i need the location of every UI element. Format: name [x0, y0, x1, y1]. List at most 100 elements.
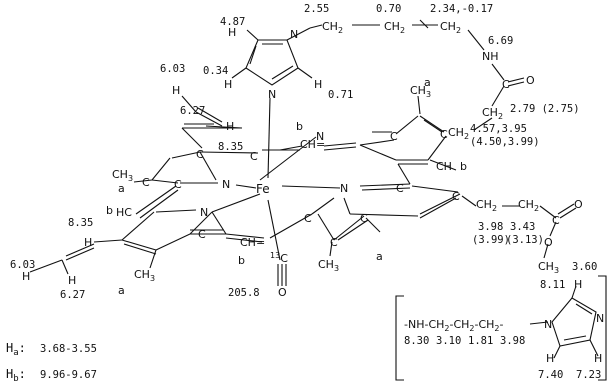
c-r-atom: C: [440, 128, 448, 141]
inset-n-top-atom: N: [596, 312, 604, 325]
ch2-b-atom: CH2: [448, 126, 469, 141]
a-bl-label: a: [118, 284, 125, 297]
ch2-1-atom: CH2: [322, 20, 343, 35]
inset-ring-h1: 7.40: [538, 369, 563, 381]
amide-linker: [473, 63, 525, 131]
a-left-label: a: [118, 182, 125, 195]
ch3-bl-atom: CH3: [134, 268, 155, 283]
v2-top-shift: 8.35: [68, 217, 93, 229]
legend: Ha: 3.68-3.55 Hb: 9.96-9.67: [6, 341, 97, 384]
amide-o-atom: O: [526, 74, 535, 87]
fe-atom: Fe: [256, 182, 270, 196]
n-bottom-atom: N: [200, 206, 208, 219]
inset-h-shift: 8.11: [540, 279, 565, 291]
ch2-1-shift: 2.55: [304, 3, 329, 15]
v2-h-top-atom: H: [84, 236, 92, 249]
c-bl-atom: C: [198, 228, 206, 241]
ch2-2-shift: 0.70: [376, 3, 401, 15]
inset-ring-h2: 7.23: [576, 369, 601, 381]
c-b-atom: C: [304, 212, 312, 225]
inset-shift-1: 8.30: [404, 335, 429, 347]
ch2-3-shift: 2.34,-0.17: [430, 3, 493, 15]
ch2-c-shift: 3.98: [478, 221, 503, 233]
im-h-right-atom: H: [314, 78, 322, 91]
inset-shift-2: 3.10: [436, 335, 461, 347]
ch2-b-shift1: 4.57,3.95: [470, 123, 527, 135]
ester-o-atom: O: [574, 198, 583, 211]
ch2-a-atom: CH2: [482, 106, 503, 121]
ch2-a-shift: 2.79 (2.75): [510, 103, 580, 115]
hc-atom: HC: [116, 206, 132, 219]
inset-n-left-atom: N: [544, 318, 552, 331]
ch2-3-atom: CH2: [440, 20, 461, 35]
c-r3-atom: C: [360, 212, 368, 225]
b-right-label: b: [460, 160, 467, 173]
vinyl-2: [29, 239, 123, 275]
inset-h-top-atom: H: [574, 278, 582, 291]
ester-c-atom: C: [552, 214, 560, 227]
ch-bottom-atom: CH=: [240, 236, 265, 249]
c-lr2-atom: C: [452, 190, 460, 203]
inset-box: [395, 275, 607, 381]
ch3-ur-atom: CH3: [410, 84, 431, 99]
b-top-label: b: [296, 120, 303, 133]
v1-h-right-atom: H: [226, 120, 234, 133]
im-h-top-atom: H: [228, 26, 236, 39]
c-l-atom: C: [174, 178, 182, 191]
ch2-d-atom: CH2: [518, 198, 539, 213]
v2-h-left-atom: H: [22, 270, 30, 283]
legend-hb: Hb:: [6, 367, 26, 384]
ch2-c-shift-paren: (3.99): [472, 234, 510, 246]
im-h-left-shift: 0.34: [203, 65, 228, 77]
legend-hb-range: 9.96-9.67: [40, 369, 97, 381]
v1-mid-shift: 6.27: [180, 105, 205, 117]
inset-h-br-atom: H: [594, 352, 602, 365]
v2-h-bot-atom: H: [68, 274, 76, 287]
ch2-d-shift: 3.43: [510, 221, 535, 233]
ch2-2-atom: CH2: [384, 20, 405, 35]
im-n-top-atom: N: [290, 28, 298, 41]
legend-ha-range: 3.68-3.55: [40, 343, 97, 355]
propyl-chain: [309, 19, 485, 51]
ch-right-atom: CH: [436, 160, 452, 173]
im-h-top-shift: 4.87: [220, 16, 245, 28]
co-shift: 205.8: [228, 287, 260, 299]
n-top-atom: N: [316, 130, 324, 143]
propionate-chain: [461, 195, 577, 259]
porphyrin-bonds: [121, 95, 461, 269]
c-ll-atom: C: [142, 176, 150, 189]
v2-bot-shift: 6.27: [60, 289, 85, 301]
ester-o2-atom: O: [544, 236, 553, 249]
ch3-left-atom: CH3: [112, 168, 133, 183]
c-lr-atom: C: [396, 182, 404, 195]
nh-shift: 6.69: [488, 35, 513, 47]
b-bottom-label: b: [238, 254, 245, 267]
a-ur-label: a: [424, 76, 431, 89]
n-left-atom: N: [222, 178, 230, 191]
co-o-atom: O: [278, 286, 287, 299]
vinyl-1: [181, 95, 243, 129]
c-ur-atom: C: [390, 130, 398, 143]
v2-left-shift: 6.03: [10, 259, 35, 271]
amide-c-atom: C: [502, 78, 510, 91]
inset-shift-3: 1.81: [468, 335, 493, 347]
inset-h-bl-atom: H: [546, 352, 554, 365]
im-h-left-atom: H: [224, 78, 232, 91]
inset-shift-4: 3.98: [500, 335, 525, 347]
legend-ha: Ha:: [6, 341, 26, 358]
im-h-right-shift: 0.71: [328, 89, 353, 101]
och3-shift: 3.60: [572, 261, 597, 273]
im-n-bottom-atom: N: [268, 88, 276, 101]
co13-atom: 13C: [270, 251, 288, 265]
n-right-atom: N: [340, 182, 348, 195]
imidazole-ring: [231, 27, 313, 86]
meso-ul-shift: 8.35: [218, 141, 243, 153]
ch2-d-shift-paren: (3.13): [506, 234, 544, 246]
v1-top-shift: 6.03: [160, 63, 185, 75]
ch2-b-shift2: (4.50,3.99): [470, 136, 540, 148]
inset-chain-text: -NH-CH2-CH2-CH2-: [404, 318, 504, 333]
ch3-left-bond: [133, 179, 153, 183]
c-ul-atom: C: [196, 148, 204, 161]
